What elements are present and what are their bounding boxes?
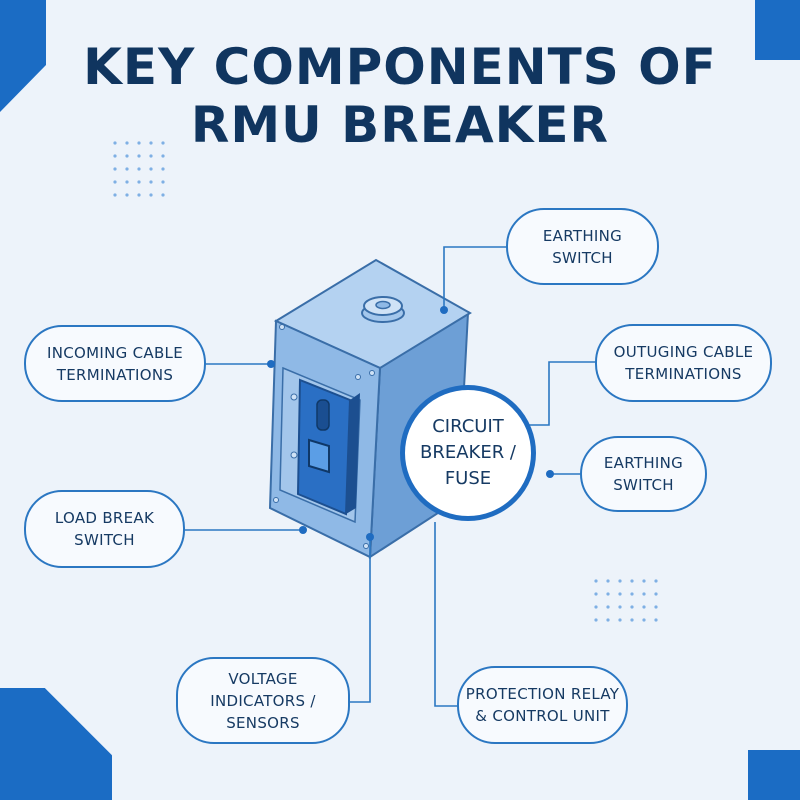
label-text: LOAD BREAK SWITCH: [54, 509, 155, 549]
label-text: INCOMING CABLE TERMINATIONS: [47, 343, 183, 384]
label-earthing-switch-top: EARTHING SWITCH: [506, 208, 659, 285]
dot-grid-right: [594, 579, 658, 622]
switch-button: [308, 438, 330, 474]
center-label: CIRCUIT BREAKER / FUSE: [419, 416, 516, 489]
label-protection-relay-control-unit: PROTECTION RELAY & CONTROL UNIT: [457, 666, 628, 744]
label-text: EARTHING SWITCH: [603, 454, 684, 494]
label-voltage-indicators-sensors: VOLTAGE INDICATORS / SENSORS: [176, 657, 350, 744]
label-text: EARTHING SWITCH: [542, 226, 623, 267]
corner-accent-bottom-right: [748, 750, 800, 800]
label-load-break-switch: LOAD BREAK SWITCH: [24, 490, 185, 568]
page-title: KEY COMPONENTS OF RMU BREAKER: [0, 38, 800, 154]
circuit-breaker-fuse-callout: CIRCUIT BREAKER / FUSE: [400, 385, 536, 521]
label-text: OUTUGING CABLE TERMINATIONS: [613, 343, 754, 383]
label-incoming-cable-terminations: INCOMING CABLE TERMINATIONS: [24, 325, 206, 402]
connector-protection: [434, 522, 458, 707]
connector-voltage: [350, 537, 371, 703]
title-line-2: RMU BREAKER: [190, 96, 610, 154]
label-earthing-switch-right: EARTHING SWITCH: [580, 436, 707, 512]
label-outgoing-cable-terminations: OUTUGING CABLE TERMINATIONS: [595, 324, 772, 402]
title-line-1: KEY COMPONENTS OF: [83, 38, 717, 96]
corner-accent-top-right: [755, 0, 800, 60]
label-text: PROTECTION RELAY & CONTROL UNIT: [465, 685, 620, 725]
switch-slot: [316, 399, 330, 431]
connector-earthing-top: [443, 246, 508, 310]
connector-outgoing: [520, 361, 596, 426]
label-text: VOLTAGE INDICATORS / SENSORS: [210, 669, 316, 732]
dot-grid-left: [113, 141, 165, 197]
